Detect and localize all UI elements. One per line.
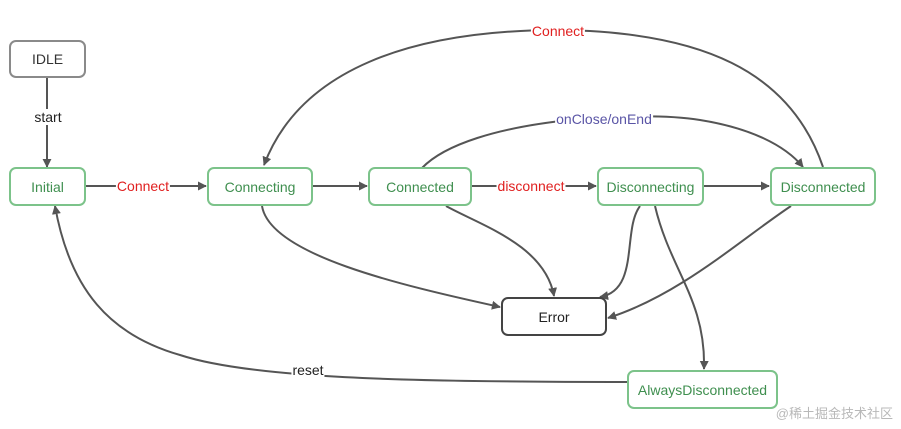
state-initial: Initial [9, 167, 86, 206]
edge-label-on-close-on-end: onClose/onEnd [555, 111, 653, 127]
edge-label-connect-initial: Connect [115, 178, 171, 194]
edge-always-disconnected-to-initial [51, 205, 628, 383]
edge-label-disconnect: disconnect [496, 178, 566, 194]
edge-connecting-to-error [261, 205, 501, 310]
edge-connected-to-error [445, 205, 558, 297]
state-error: Error [501, 297, 607, 336]
state-idle: IDLE [9, 40, 86, 78]
state-disconnected: Disconnected [770, 167, 876, 206]
edge-disconnecting-to-always-disconnected [654, 205, 709, 370]
edge-label-start: start [33, 109, 63, 125]
state-disconnecting: Disconnecting [597, 167, 704, 206]
edge-label-connect-reconnect: Connect [530, 23, 586, 39]
edge-disconnecting-to-error [599, 205, 641, 301]
edge-disconnected-to-error [607, 205, 792, 320]
edge-label-reset: reset [291, 362, 325, 378]
edge-connected-to-disconnected [421, 115, 804, 169]
state-connecting: Connecting [207, 167, 313, 206]
state-always-disconnected: AlwaysDisconnected [627, 370, 778, 409]
edge-disconnected-to-connecting [262, 28, 824, 168]
state-connected: Connected [368, 167, 472, 206]
watermark: @稀土掘金技术社区 [775, 406, 893, 421]
